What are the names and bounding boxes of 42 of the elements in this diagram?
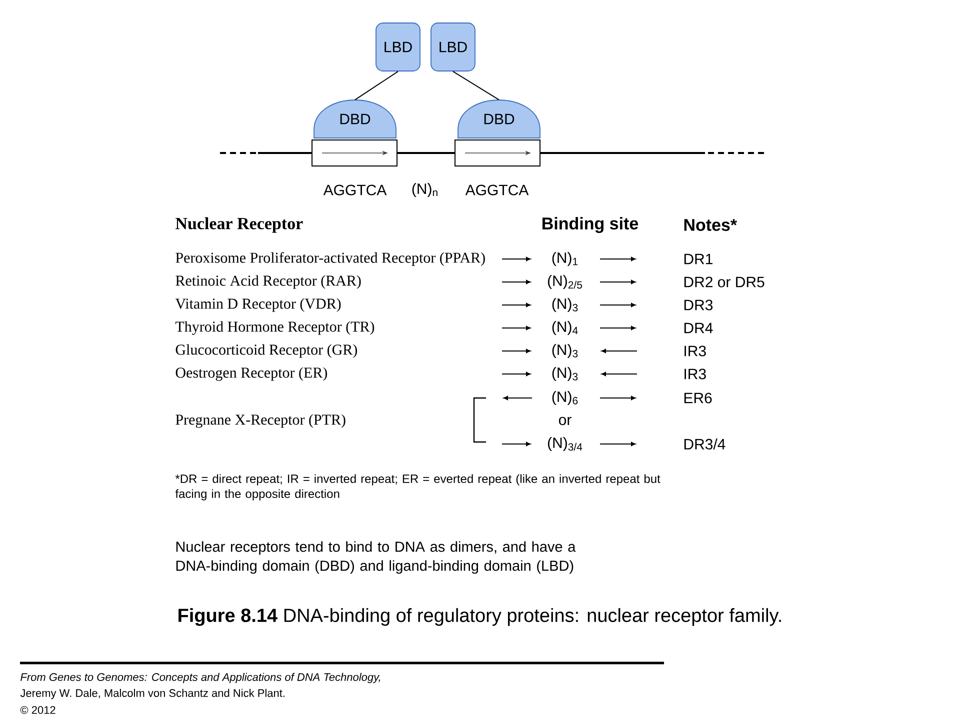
binding-site: (N)$_{1}$ <box>552 252 578 266</box>
note-text: DR1 <box>684 254 712 264</box>
linker-line <box>452 70 500 100</box>
footnote: *DR = direct repeat; IR = inverted repeat; ER = everted repeat (like an inverted repeat but facing in the opposite direction <box>175 474 660 500</box>
receptor-name: Peroxisome Proliferator-activated Receptor (PPAR) <box>176 252 485 266</box>
domain-box: LBD <box>376 22 420 72</box>
domain-dome: DBD <box>458 100 540 138</box>
binding-site: (N)$_{3}$ <box>552 344 578 358</box>
domain-dome: DBD <box>314 100 396 138</box>
note-text: ER6 <box>684 392 712 404</box>
binding-site: (N)$_{3/4}$ <box>548 437 582 451</box>
binding-site: (N)$_{3}$ <box>552 298 578 312</box>
receptor-name: Pregnane X-Receptor (PTR) <box>176 414 346 428</box>
note-text: DR4 <box>684 322 713 334</box>
note-text: IR3 <box>684 346 706 356</box>
sequence-label: AGGTCA <box>323 184 387 196</box>
spacer-label: (N)$_{n}$ <box>412 183 438 197</box>
sequence-label: AGGTCA <box>465 184 529 196</box>
column-header: Notes* <box>684 219 738 231</box>
caption: Figure 8.14 DNA-binding of regulatory proteins: nuclear receptor family. <box>178 608 781 626</box>
receptor-name: Vitamin D Receptor (VDR) <box>175 298 341 312</box>
citation-text: Jeremy W. Dale, Malcolm von Schantz and Nick Plant. <box>20 688 284 700</box>
note-text: Nuclear receptors tend to bind to DNA as dimers, and have a DNA-binding domain (DBD) and ligand-binding domain (LBD) <box>176 541 576 574</box>
receptor-name: Thyroid Hormone Receptor (TR) <box>175 321 374 335</box>
receptor-name: Oestrogen Receptor (ER) <box>176 367 327 381</box>
citation-text: © 2012 <box>20 706 56 714</box>
receptor-name: Glucocorticoid Receptor (GR) <box>176 344 357 358</box>
binding-site: (N)$_{6}$ <box>552 391 578 405</box>
note-text: DR3 <box>684 300 713 310</box>
linker-line <box>354 70 398 100</box>
binding-site: (N)$_{3}$ <box>552 367 578 381</box>
note-text: DR3/4 <box>684 438 726 450</box>
receptor-name: Retinoic Acid Receptor (RAR) <box>176 275 361 289</box>
binding-site: (N)$_{4}$ <box>552 321 578 335</box>
note-text: IR3 <box>684 368 706 380</box>
domain-box: LBD <box>430 22 476 72</box>
binding-site: (N)$_{2/5}$ <box>548 275 582 289</box>
column-header: Nuclear Receptor <box>176 217 303 233</box>
column-header: Binding site <box>542 217 638 233</box>
binding-site: or <box>558 416 572 426</box>
citation-text: From Genes to Genomes: Concepts and Applications of DNA Technology, <box>20 672 380 684</box>
note-text: DR2 or DR5 <box>684 276 764 288</box>
